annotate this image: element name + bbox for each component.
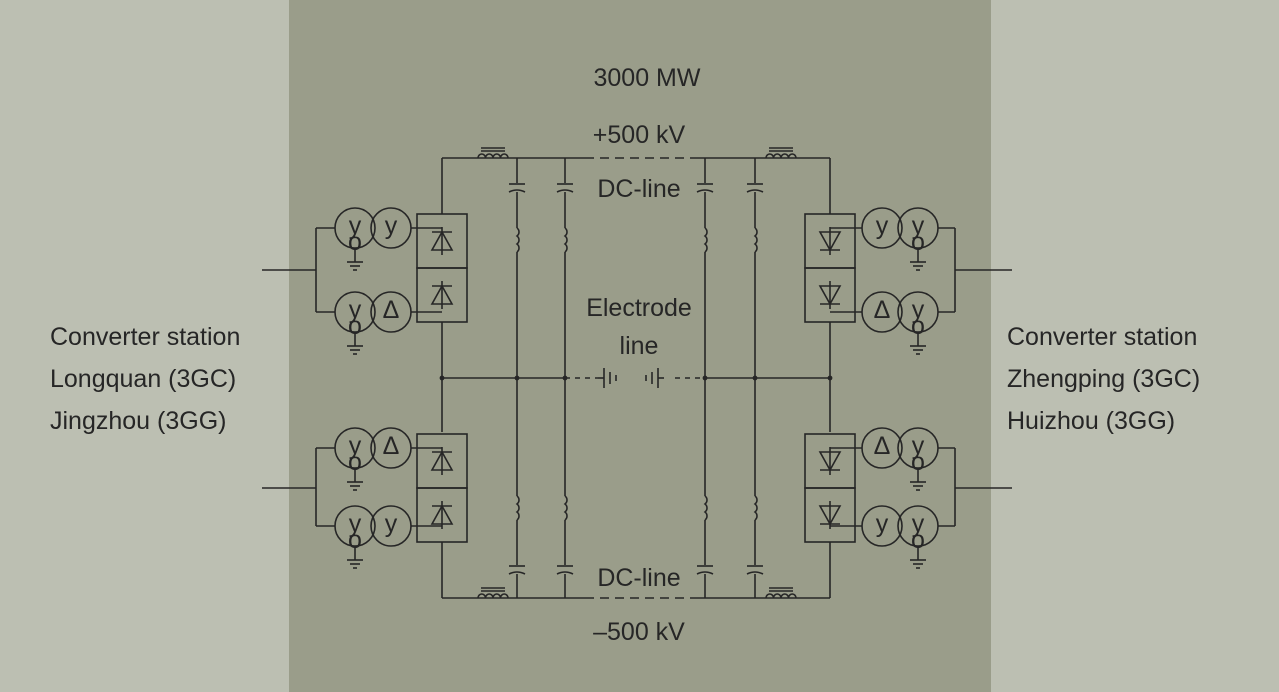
junction-f2 <box>562 375 568 381</box>
inverter-valve-2-triangle <box>818 285 842 306</box>
left-station-line-1: Converter station <box>50 323 241 351</box>
junction-f3 <box>702 375 708 381</box>
dc-line-bottom-label: DC-line <box>597 564 680 592</box>
inverter-transformer-3-symbol-2: y <box>912 432 925 460</box>
rectifier-transformer-4-winding-2 <box>370 505 412 547</box>
rectifier-transformer-1-winding-1 <box>334 207 376 249</box>
left-station-label: Converter station Longquan (3GC) Jingzho… <box>50 316 240 442</box>
dc-filter-3-capacitor-bottom <box>696 571 714 575</box>
rectifier-transformer-1-winding-2 <box>370 207 412 249</box>
dc-filter-2-inductor-bottom <box>563 495 568 521</box>
junction-right-conv <box>827 375 833 381</box>
dc-filter-2-capacitor-bottom <box>556 571 574 575</box>
left-station-line-2: Longquan (3GC) <box>50 365 237 393</box>
inverter-transformer-4-winding-2 <box>897 505 939 547</box>
rectifier-transformer-4-neutral-1: o <box>348 526 362 554</box>
left-station-line-3: Jingzhou (3GG) <box>50 407 227 435</box>
rectifier-transformer-1-symbol-1: y <box>349 212 362 240</box>
components <box>334 153 939 599</box>
inverter-transformer-3-winding-1 <box>861 427 903 469</box>
inverter-valve-4-triangle <box>818 505 842 526</box>
rectifier-transformer-3-winding-1 <box>334 427 376 469</box>
smoothing-reactor-bottom-right <box>765 593 797 599</box>
positive-voltage-label: +500 kV <box>593 121 686 149</box>
inverter-transformer-3-neutral-2: o <box>911 448 925 476</box>
dc-filter-2-inductor-top <box>563 227 568 253</box>
dc-filter-3-capacitor-top <box>696 189 714 193</box>
dc-filter-4-capacitor-bottom <box>746 571 764 575</box>
right-station-label: Converter station Zhengping (3GC) Huizho… <box>1007 316 1200 442</box>
dc-filter-4-inductor-top <box>753 227 758 253</box>
inverter-valve-3-triangle <box>818 451 842 472</box>
rectifier-transformer-4-symbol-1: y <box>349 510 362 538</box>
rectifier-transformer-3-winding-2 <box>370 427 412 469</box>
inverter-transformer-3-symbol-1: Δ <box>874 432 891 460</box>
rectifier-transformer-4-winding-1 <box>334 505 376 547</box>
rectifier-transformer-2-winding-1 <box>334 291 376 333</box>
inverter-transformer-4-winding-1 <box>861 505 903 547</box>
electrode-line-label-2: line <box>620 332 659 360</box>
inverter-transformer-3-winding-2 <box>897 427 939 469</box>
junction-left-conv <box>439 375 445 381</box>
center-panel <box>289 0 991 692</box>
inverter-transformer-2-symbol-2: y <box>912 296 925 324</box>
inverter-valve-1-triangle <box>818 231 842 252</box>
junction-f4 <box>752 375 758 381</box>
smoothing-reactor-top-left <box>477 153 509 159</box>
inverter-transformer-1-neutral-2: o <box>911 228 925 256</box>
rectifier-valve-2 <box>416 267 468 323</box>
inverter-transformer-2-winding-1 <box>861 291 903 333</box>
rectifier-transformer-3-symbol-2: Δ <box>383 432 400 460</box>
inverter-transformer-1-winding-1 <box>861 207 903 249</box>
electrode-line-label-1: Electrode <box>586 294 692 322</box>
rectifier-transformer-2-neutral-1: o <box>348 312 362 340</box>
dc-filter-3-inductor-top <box>703 227 708 253</box>
inverter-transformer-2-symbol-1: Δ <box>874 296 891 324</box>
inverter-transformer-4-symbol-2: y <box>912 510 925 538</box>
right-station-line-3: Huizhou (3GG) <box>1007 407 1176 435</box>
dc-filter-1-inductor-bottom <box>515 495 520 521</box>
dc-filter-2-capacitor-top <box>556 189 574 193</box>
rectifier-transformer-2-symbol-1: y <box>349 296 362 324</box>
rectifier-transformer-3-symbol-1: y <box>349 432 362 460</box>
rectifier-valve-2-triangle <box>430 284 454 305</box>
rectifier-transformer-1-symbol-2: y <box>385 212 398 240</box>
dc-filter-4-capacitor-top <box>746 189 764 193</box>
dc-filter-4-inductor-bottom <box>753 495 758 521</box>
smoothing-reactor-bottom-left <box>477 593 509 599</box>
inverter-transformer-2-winding-2 <box>897 291 939 333</box>
right-station-line-1: Converter station <box>1007 323 1198 351</box>
dc-filter-1-capacitor-bottom <box>508 571 526 575</box>
rectifier-transformer-2-winding-2 <box>370 291 412 333</box>
inverter-valve-4 <box>804 487 856 543</box>
rectifier-transformer-1-neutral-1: o <box>348 228 362 256</box>
dc-filter-3-inductor-bottom <box>703 495 708 521</box>
inverter-transformer-4-symbol-1: y <box>876 510 889 538</box>
inverter-transformer-1-symbol-2: y <box>912 212 925 240</box>
rectifier-valve-1-triangle <box>430 230 454 251</box>
rectifier-valve-4 <box>416 487 468 543</box>
negative-voltage-label: –500 kV <box>593 618 685 646</box>
dc-filter-1-capacitor-top <box>508 189 526 193</box>
inverter-valve-2 <box>804 267 856 323</box>
rectifier-valve-3-triangle <box>430 450 454 471</box>
inverter-transformer-4-neutral-2: o <box>911 526 925 554</box>
junction-f1 <box>514 375 520 381</box>
inverter-transformer-1-symbol-1: y <box>876 212 889 240</box>
dc-line-top-label: DC-line <box>597 175 680 203</box>
rectifier-transformer-2-symbol-2: Δ <box>383 296 400 324</box>
rectifier-valve-4-triangle <box>430 504 454 525</box>
rectifier-transformer-3-neutral-1: o <box>348 448 362 476</box>
rectifier-transformer-4-symbol-2: y <box>385 510 398 538</box>
right-station-line-2: Zhengping (3GC) <box>1007 365 1201 393</box>
inverter-transformer-1-winding-2 <box>897 207 939 249</box>
inverter-transformer-2-neutral-2: o <box>911 312 925 340</box>
power-rating-label: 3000 MW <box>594 64 701 92</box>
wiring <box>262 147 1012 599</box>
dc-filter-1-inductor-top <box>515 227 520 253</box>
smoothing-reactor-top-right <box>765 153 797 159</box>
